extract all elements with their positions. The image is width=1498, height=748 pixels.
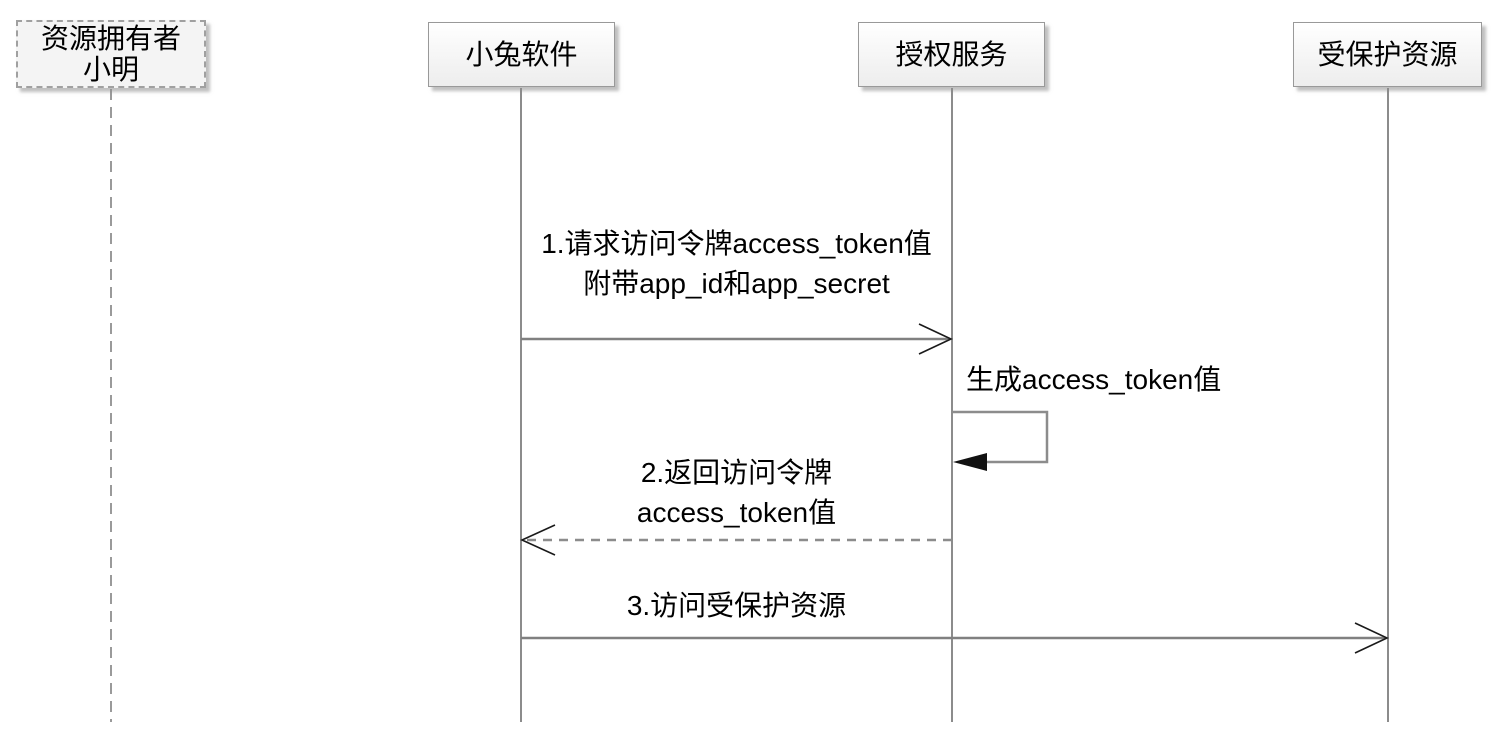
message-1-arrowhead-icon <box>918 323 953 355</box>
actor-client-app: 小兔软件 <box>428 22 615 87</box>
actor-auth-service-label: 授权服务 <box>895 38 1008 70</box>
self-message-arrowhead-icon <box>953 453 987 471</box>
message-2-arrowhead-icon <box>520 524 556 556</box>
message-3-label: 3.访问受保护资源 <box>525 586 948 626</box>
message-3-label-line1: 3.访问受保护资源 <box>626 590 847 621</box>
self-message-loop-line <box>953 410 1049 464</box>
actor-protected-resource: 受保护资源 <box>1293 22 1482 87</box>
actor-resource-owner-label-line2: 小明 <box>82 54 139 85</box>
message-2-label-line1: 2.返回访问令牌 <box>640 457 833 488</box>
self-message-label: 生成access_token值 <box>966 360 1221 400</box>
actor-client-app-label: 小兔软件 <box>465 38 578 70</box>
self-message-label-line1: 生成access_token值 <box>966 364 1222 395</box>
actor-auth-service: 授权服务 <box>858 22 1045 87</box>
message-1-label: 1.请求访问令牌access_token值 附带app_id和app_secre… <box>525 224 948 304</box>
message-2-label-line2: access_token值 <box>636 497 837 528</box>
actor-resource-owner-label-line1: 资源拥有者 <box>40 23 181 54</box>
actor-resource-owner: 资源拥有者 小明 <box>16 20 206 88</box>
message-2-label: 2.返回访问令牌 access_token值 <box>525 453 948 533</box>
message-1-label-line1: 1.请求访问令牌access_token值 <box>541 228 932 259</box>
actor-protected-resource-label: 受保护资源 <box>1317 38 1458 70</box>
message-1-label-line2: 附带app_id和app_secret <box>583 268 890 299</box>
message-3-arrowhead-icon <box>1354 622 1389 654</box>
